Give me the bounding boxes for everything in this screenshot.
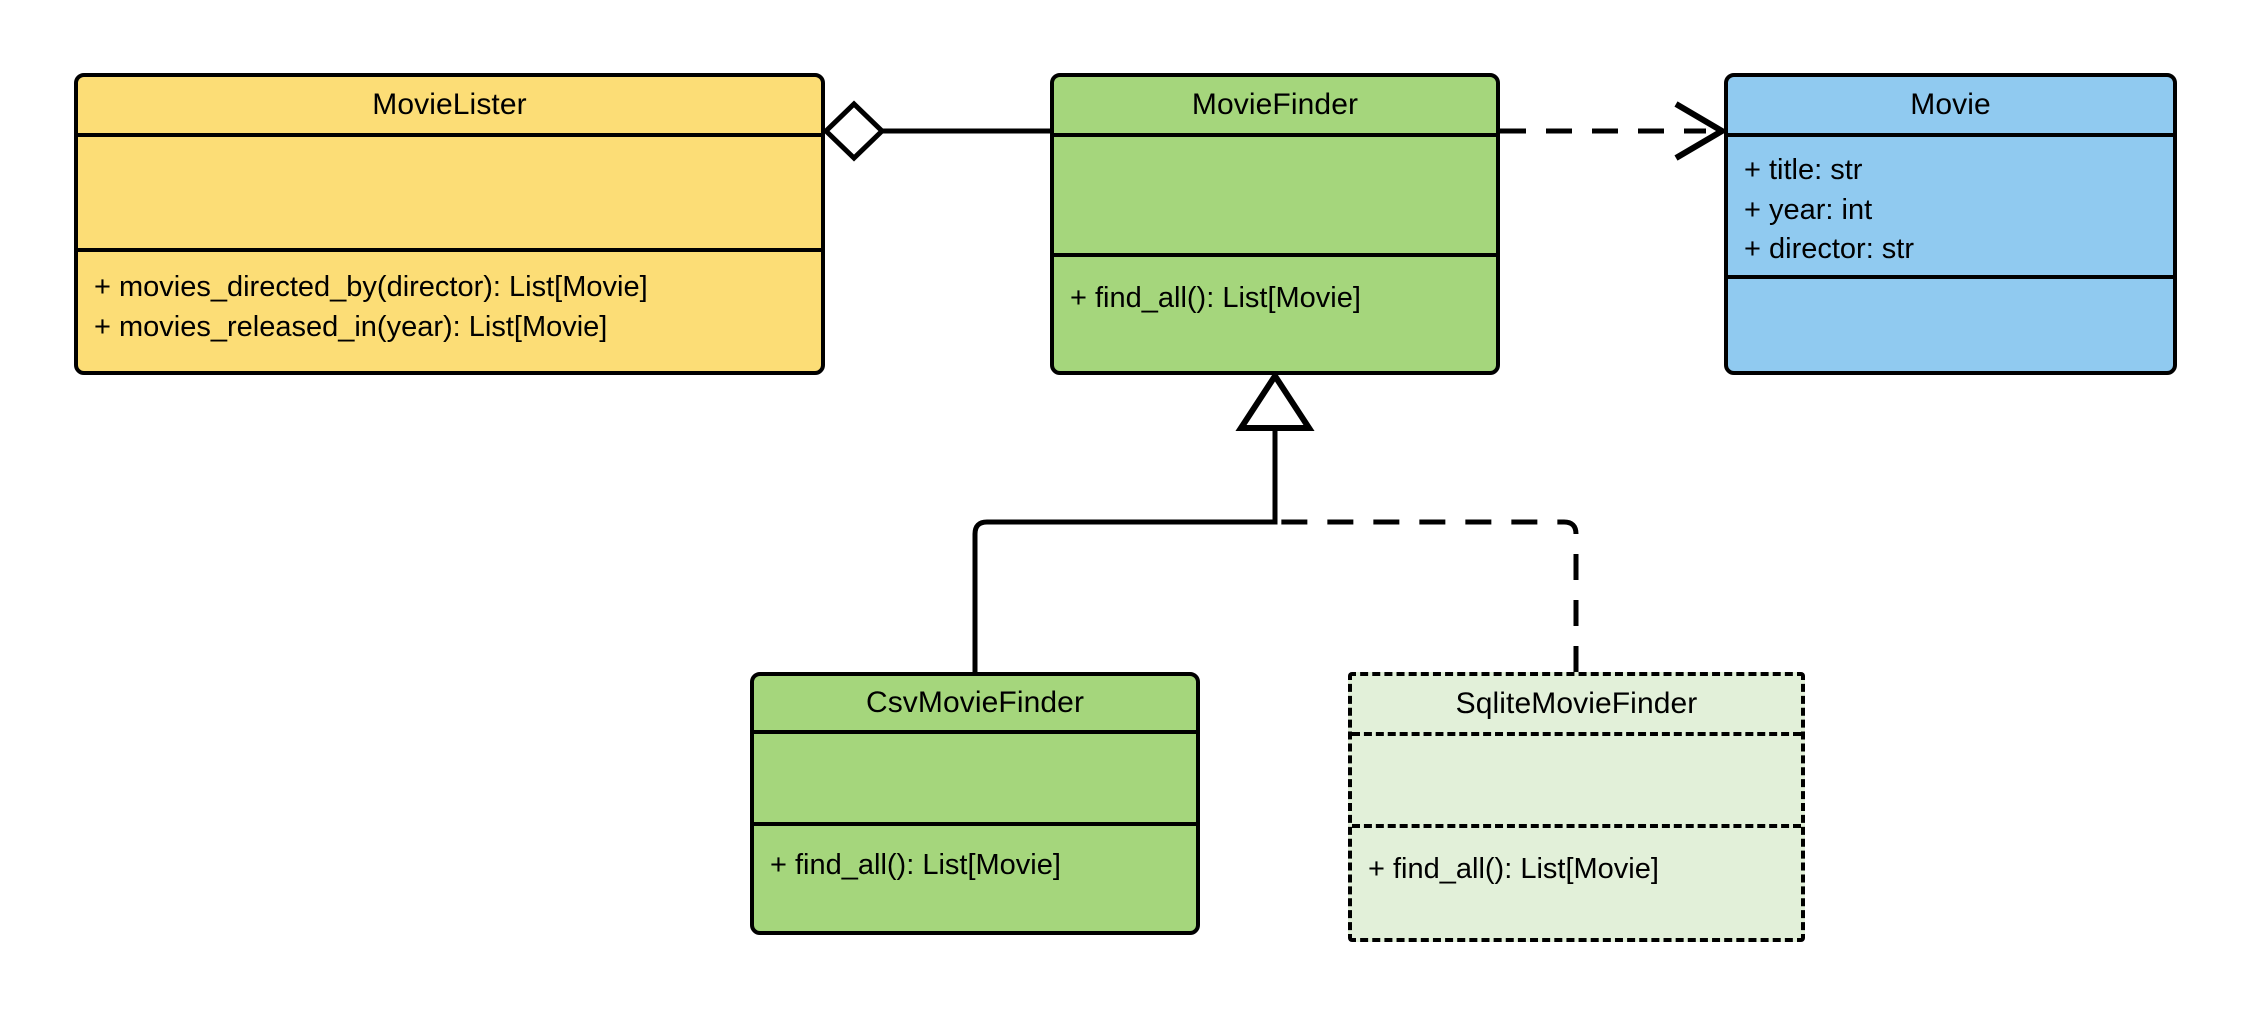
method-item: + find_all(): List[Movie] [1070, 282, 1361, 314]
uml-class-sqlitemoviefinder[interactable]: SqliteMovieFinder + find_all(): List[Mov… [1348, 672, 1805, 942]
method-item: + find_all(): List[Movie] [1368, 853, 1659, 885]
edge-generalization-csvmoviefinder-moviefinder [972, 370, 1315, 672]
attributes-compartment-csvmoviefinder [754, 734, 1196, 826]
method-item: + movies_released_in(year): List[Movie] [94, 310, 608, 343]
class-name-moviefinder: MovieFinder [1054, 77, 1496, 137]
methods-compartment-csvmoviefinder: + find_all(): List[Movie] [754, 826, 1196, 931]
attributes-compartment-sqlitemoviefinder [1352, 736, 1801, 828]
methods-compartment-sqlitemoviefinder: + find_all(): List[Movie] [1352, 828, 1801, 934]
edge-generalization-sqlitemoviefinder-moviefinder [1277, 519, 1579, 672]
class-name-movie: Movie [1728, 77, 2173, 137]
uml-class-moviefinder[interactable]: MovieFinder + find_all(): List[Movie] [1050, 73, 1500, 375]
methods-compartment-movie [1728, 279, 2173, 371]
class-name-sqlitemoviefinder: SqliteMovieFinder [1352, 676, 1801, 736]
method-item: + movies_directed_by(director): List[Mov… [94, 271, 648, 303]
hollow-triangle-marker [1235, 370, 1315, 431]
attribute-item: + director: str [1744, 233, 1915, 266]
open-arrow-marker [1674, 101, 1728, 161]
edge-aggregation-movielister-moviefinder [822, 100, 1050, 162]
hollow-diamond-marker [822, 100, 886, 162]
methods-compartment-moviefinder: + find_all(): List[Movie] [1054, 257, 1496, 371]
method-item: + find_all(): List[Movie] [770, 849, 1061, 881]
attributes-compartment-moviefinder [1054, 137, 1496, 257]
class-name-csvmoviefinder: CsvMovieFinder [754, 676, 1196, 734]
class-name-movielister: MovieLister [78, 77, 821, 137]
attributes-compartment-movielister [78, 137, 821, 252]
methods-compartment-movielister: + movies_directed_by(director): List[Mov… [78, 252, 821, 371]
attributes-compartment-movie: + title: str + year: int + director: str [1728, 137, 2173, 279]
edge-dependency-moviefinder-movie [1500, 101, 1728, 161]
attribute-item: + year: int [1744, 193, 1873, 226]
uml-class-movie[interactable]: Movie + title: str + year: int + directo… [1724, 73, 2177, 375]
uml-class-movielister[interactable]: MovieLister + movies_directed_by(directo… [74, 73, 825, 375]
attribute-item: + title: str [1744, 154, 1863, 186]
uml-class-csvmoviefinder[interactable]: CsvMovieFinder + find_all(): List[Movie] [750, 672, 1200, 935]
